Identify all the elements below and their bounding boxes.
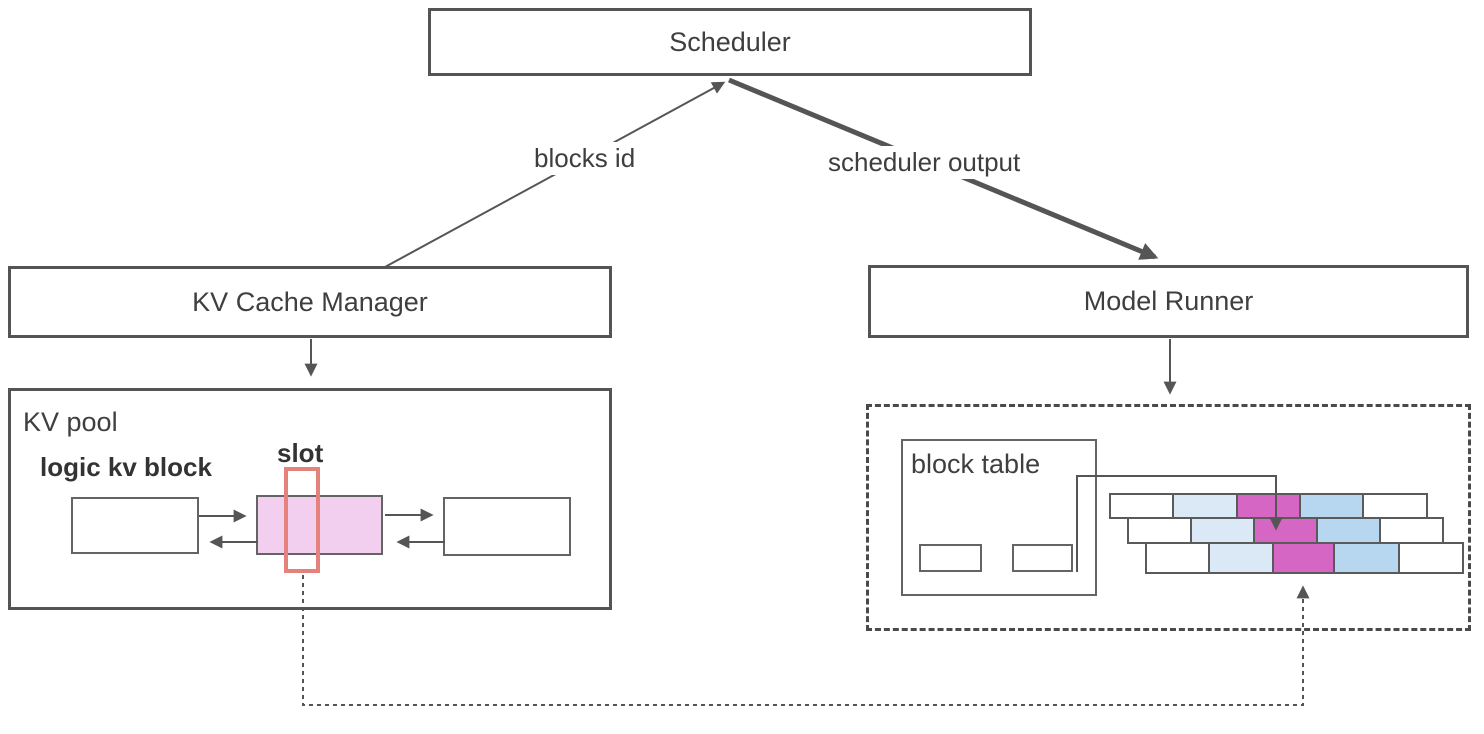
scheduler-label: Scheduler [669,26,791,57]
kv-block-cell-light_blue [1172,493,1238,519]
kv-block-cell-blue [1333,542,1400,574]
scheduler-node: Scheduler [428,8,1032,76]
block-table-entry-1 [919,544,982,572]
kv-block-cell-light_blue [1208,542,1274,574]
model-runner-label: Model Runner [1083,286,1254,316]
logic-kv-block-left [71,497,199,554]
block-table-box: block table [901,439,1097,596]
slot-highlight-rect [284,467,320,573]
kv-block-cell-blue [1316,517,1381,544]
edge-blocks-id-line [384,81,726,268]
kv-block-cell-white [1127,517,1192,544]
kv-block-cell-magenta [1236,493,1301,519]
kv-cache-manager-node: KV Cache Manager [8,266,612,338]
block-table-label: block table [911,449,1041,479]
kv-block-cell-light_blue [1190,517,1255,544]
kv-block-cell-magenta [1253,517,1318,544]
block-table-entry-2 [1012,544,1073,572]
kv-block-cell-blue [1299,493,1364,519]
kv-block-cell-white [1145,542,1210,574]
kv-block-cell-white [1379,517,1444,544]
kv-block-cell-white [1362,493,1428,519]
edge-label-scheduler-output: scheduler output [822,146,1027,179]
kv-block-cell-magenta [1272,542,1335,574]
kv-block-cell-white [1109,493,1174,519]
kv-pool-label: KV pool [23,407,118,437]
kv-cache-manager-label: KV Cache Manager [192,286,428,317]
model-runner-node: Model Runner [868,265,1469,338]
edge-label-blocks-id: blocks id [528,142,642,175]
logic-kv-block-label: logic kv block [40,452,212,482]
kv-block-cell-white [1398,542,1464,574]
slot-label: slot [277,438,324,468]
logic-kv-block-right [443,497,571,556]
